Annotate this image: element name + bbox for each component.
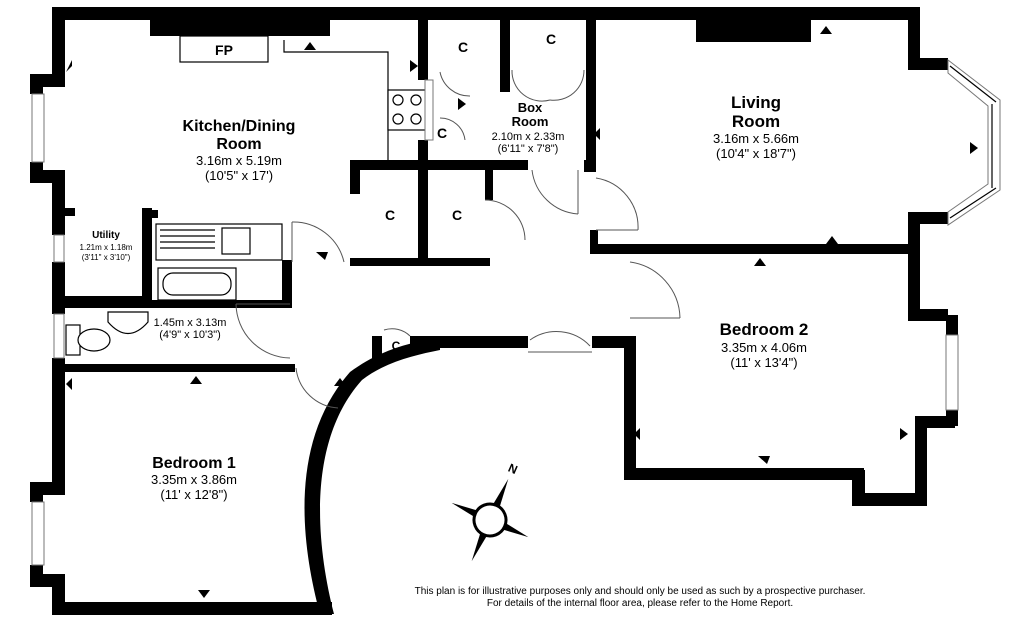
cupboard-door-small [439,117,466,141]
kitchen-internal-window [424,79,434,141]
wash-basin [107,311,149,335]
cupboard-label-4: C [385,207,395,223]
bedroom2-name: Bedroom 2 [720,320,809,339]
box-room-cupboard-door-right [549,69,585,101]
room-label-living: Living Room 3.16m x 5.66m (10'4" x 18'7"… [713,93,799,161]
room-label-utility: Utility 1.21m x 1.18m (3'11" x 3'10") [80,230,133,262]
room-label-kitchen: Kitchen/Dining Room 3.16m x 5.19m (10'5"… [183,118,296,183]
box-room-door [531,169,579,215]
fixtures: FP [65,20,811,356]
cupboard-label-1: C [458,39,468,55]
windows [31,58,1001,566]
dimension-markers [66,26,978,598]
kitchen-name-line2: Room [216,136,261,153]
living-room-bay-window [947,58,1001,226]
bedroom2-window [945,334,959,411]
hall-cupboard-door [383,328,411,337]
cupboard-door-top [439,71,471,97]
kitchen-door [291,221,345,263]
kitchen-imperial: (10'5" x 17') [205,168,273,183]
room-label-box: Box Room 2.10m x 2.33m (6'11" x 7'8") [492,100,565,155]
bedroom1-window [31,501,45,566]
box-name-line2: Room [512,114,549,129]
toilet-bowl [77,328,111,352]
front-door [529,331,591,347]
box-metric: 2.10m x 2.33m [492,131,565,143]
compass-north-label: N [506,461,520,477]
fireplace-hearth [179,35,269,63]
bedroom1-metric: 3.35m x 3.86m [151,472,237,487]
bedroom1-imperial: (11' x 12'8") [160,487,227,502]
bedroom2-imperial: (11' x 13'4") [730,355,797,370]
fireplace-label: FP [215,42,233,58]
utility-window [53,234,65,263]
room-label-bedroom1: Bedroom 1 3.35m x 3.86m (11' x 12'8") [151,455,237,502]
bedroom1-name: Bedroom 1 [152,455,236,472]
cupboard-label-6: C [392,339,401,353]
living-name-line1: Living [731,93,781,112]
utility-metric: 1.21m x 1.18m [80,243,133,252]
living-metric: 3.16m x 5.66m [713,131,799,146]
room-label-bathroom: 1.45m x 3.13m (4'9" x 10'3") [154,317,227,341]
hob [387,89,429,131]
cupboard-door-2 [484,199,526,241]
room-label-bedroom2: Bedroom 2 3.35m x 4.06m (11' x 13'4") [720,320,809,370]
bedroom2-door [629,261,681,319]
living-imperial: (10'4" x 18'7") [716,146,796,161]
cupboard-labels: C C C C C C [385,31,556,353]
disclaimer: This plan is for illustrative purposes o… [415,586,866,609]
bathroom-window [53,313,65,359]
kitchen-metric: 3.16m x 5.19m [196,153,282,168]
kitchen-worktop [283,40,389,160]
cupboard-label-3: C [437,125,447,141]
box-room-cupboard-door-left [511,69,551,102]
box-imperial: (6'11" x 7'8") [498,143,559,155]
cupboard-label-5: C [452,207,462,223]
utility-imperial: (3'11" x 3'10") [82,253,131,262]
box-name-line1: Box [518,100,543,115]
chimney-breast-living [696,20,811,42]
exterior-walls [30,7,958,615]
living-room-door [595,177,639,231]
kitchen-name-line1: Kitchen/Dining [183,118,296,135]
chimney-breast-kitchen [150,20,330,36]
disclaimer-line2: For details of the internal floor area, … [487,598,793,609]
kitchen-window [31,93,45,163]
bedroom1-door [295,367,339,409]
bathroom-imperial: (4'9" x 10'3") [159,329,221,341]
bathroom-door [235,303,291,359]
living-name-line2: Room [732,112,780,131]
interior-walls [65,20,598,372]
doors [235,69,681,409]
bedroom2-metric: 3.35m x 4.06m [721,340,807,355]
disclaimer-line1: This plan is for illustrative purposes o… [415,586,866,597]
compass-rose: N [451,461,529,562]
bathroom-metric: 1.45m x 3.13m [154,317,227,329]
utility-name: Utility [92,230,120,241]
cupboard-label-2: C [546,31,556,47]
kitchen-sink [221,227,251,255]
